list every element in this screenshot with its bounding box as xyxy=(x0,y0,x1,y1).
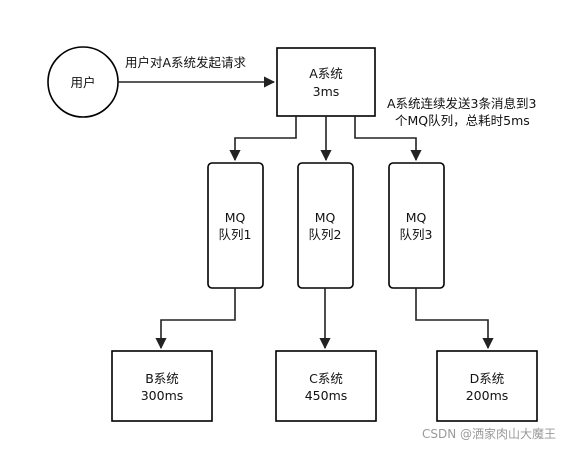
mq-queue-3-box xyxy=(388,162,445,289)
mq-queue-2-line1: MQ xyxy=(315,210,336,225)
system-b-time: 300ms xyxy=(141,388,184,403)
mq-queue-3-line2: 队列3 xyxy=(400,227,433,242)
system-d-time: 200ms xyxy=(466,388,509,403)
mq-queue-1-line2: 队列1 xyxy=(219,227,252,242)
system-b-name: B系统 xyxy=(145,371,179,386)
user-label: 用户 xyxy=(70,75,95,90)
system-d-name: D系统 xyxy=(470,371,505,386)
system-c-time: 450ms xyxy=(305,388,348,403)
system-a-box xyxy=(276,47,376,117)
system-c-name: C系统 xyxy=(309,371,343,386)
note-line-2: 个MQ队列，总耗时5ms xyxy=(395,113,530,128)
request-label: 用户对A系统发起请求 xyxy=(125,55,247,70)
mq-queue-1-box xyxy=(207,162,264,289)
arrow-a-to-queue-1 xyxy=(229,116,297,162)
system-d-box xyxy=(436,350,538,422)
note-line-1: A系统连续发送3条消息到3 xyxy=(387,96,536,111)
mq-queue-3-line1: MQ xyxy=(406,210,427,225)
mq-queue-1-line1: MQ xyxy=(225,210,246,225)
arrow-queue-3-to-system-d xyxy=(415,288,494,350)
arrow-a-to-queue-3 xyxy=(354,116,422,162)
system-c-box xyxy=(275,350,377,422)
mq-queue-2-line2: 队列2 xyxy=(309,227,342,242)
mq-queue-2-box xyxy=(297,162,354,289)
system-a-name: A系统 xyxy=(309,66,343,81)
system-a-time: 3ms xyxy=(313,84,340,99)
arrow-queue-1-to-system-b xyxy=(155,288,236,350)
watermark: CSDN @洒家肉山大魔王 xyxy=(422,426,556,441)
system-b-box xyxy=(111,350,213,422)
